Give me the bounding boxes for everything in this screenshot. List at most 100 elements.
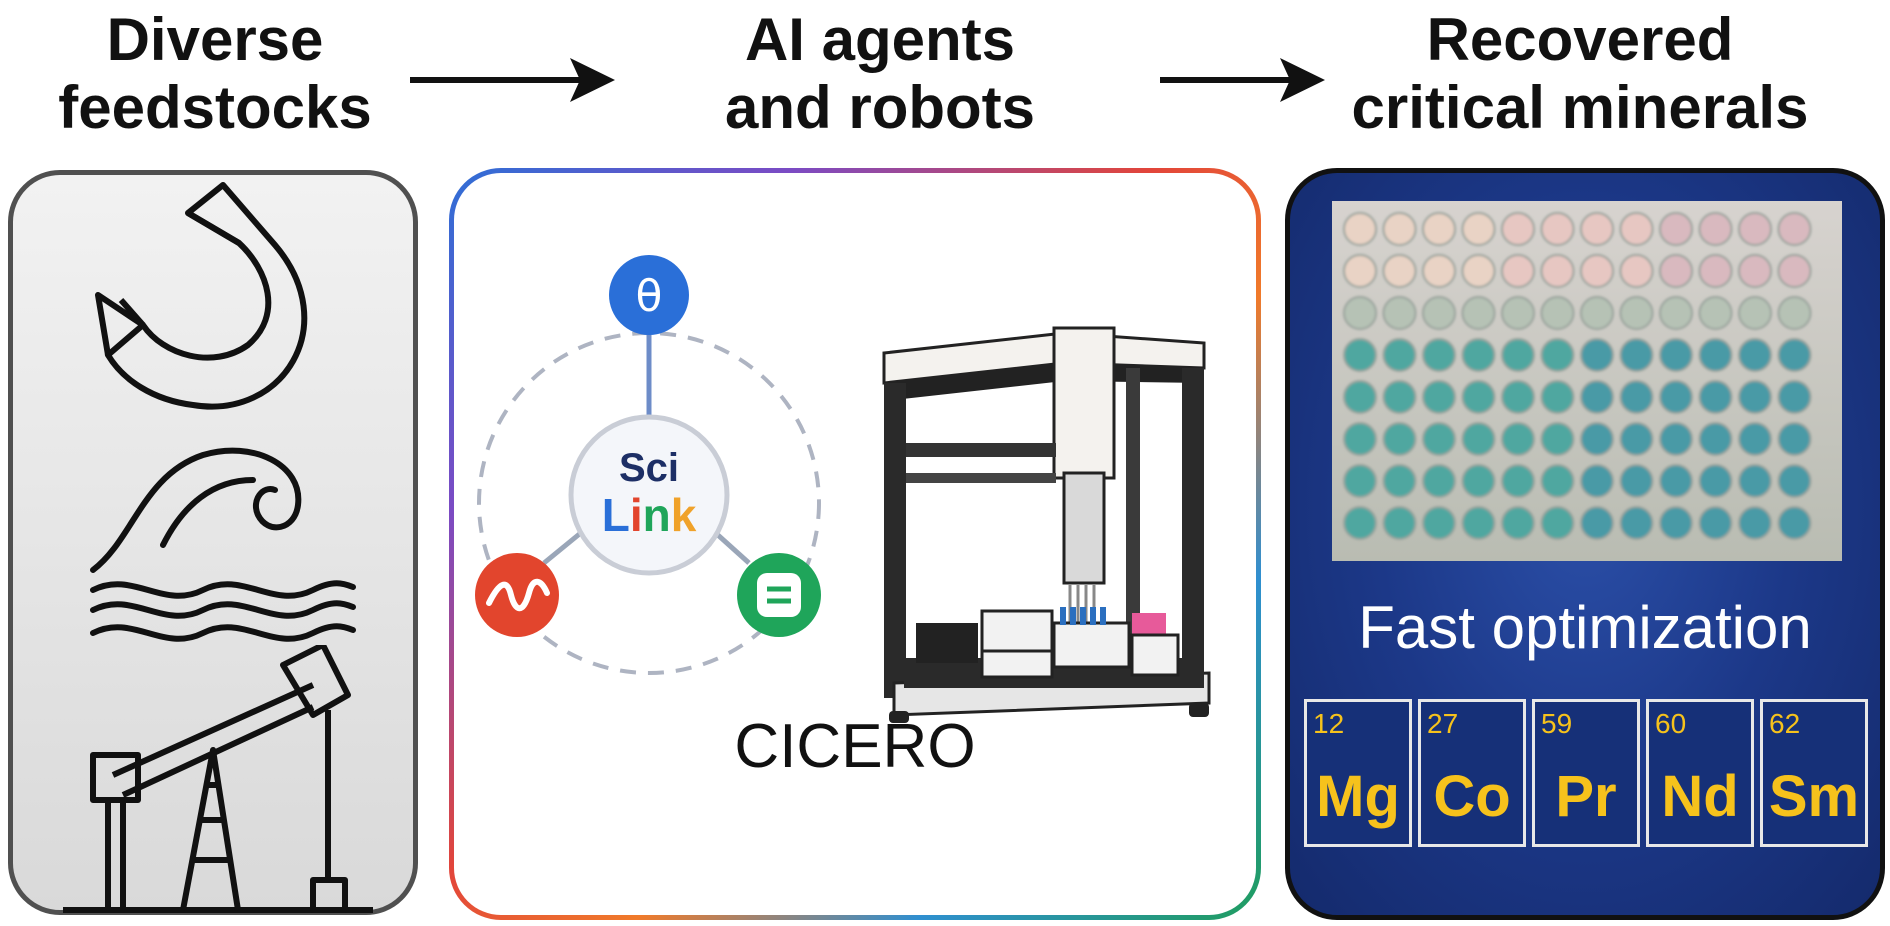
well: [1501, 254, 1535, 288]
liquid-handling-robot-icon: [882, 326, 1211, 723]
well: [1343, 254, 1377, 288]
well: [1343, 464, 1377, 498]
well: [1580, 296, 1614, 330]
well: [1343, 212, 1377, 246]
document-agent-icon: [737, 553, 821, 637]
element-tile-nd: 60 Nd: [1646, 699, 1754, 847]
element-tile-mg: 12 Mg: [1304, 699, 1412, 847]
theta-agent-icon: θ: [609, 255, 689, 335]
svg-text:θ: θ: [636, 271, 663, 322]
scilink-agent-diagram: Sci Link θ: [475, 255, 821, 675]
well: [1382, 296, 1417, 330]
well: [1382, 506, 1417, 540]
well: [1619, 212, 1654, 246]
well: [1461, 212, 1496, 246]
well: [1343, 506, 1377, 540]
well: [1659, 422, 1693, 456]
well: [1738, 254, 1772, 288]
well: [1540, 380, 1575, 414]
well: [1422, 338, 1456, 372]
element-tiles: 12 Mg 27 Co 59 Pr 60 Nd 62 Sm: [1304, 699, 1868, 847]
well: [1461, 380, 1496, 414]
well: [1619, 422, 1654, 456]
platform-label: CICERO: [734, 712, 976, 781]
well: [1422, 254, 1456, 288]
well: [1343, 338, 1377, 372]
well: [1540, 506, 1575, 540]
heading-recovered-minerals: Recovered critical minerals: [1351, 6, 1809, 141]
well: [1422, 464, 1456, 498]
well: [1698, 506, 1733, 540]
well: [1382, 254, 1417, 288]
element-tile-co: 27 Co: [1418, 699, 1526, 847]
well: [1619, 254, 1654, 288]
feedstocks-panel: [8, 170, 418, 915]
well: [1777, 380, 1812, 414]
well: [1501, 380, 1535, 414]
well: [1659, 380, 1693, 414]
well: [1777, 212, 1812, 246]
well: [1461, 254, 1496, 288]
well: [1461, 422, 1496, 456]
well: [1777, 464, 1812, 498]
well: [1422, 296, 1456, 330]
well: [1422, 506, 1456, 540]
well: [1382, 464, 1417, 498]
well: [1540, 212, 1575, 246]
well: [1698, 464, 1733, 498]
well: [1580, 254, 1614, 288]
well: [1659, 296, 1693, 330]
well: [1382, 380, 1417, 414]
well: [1501, 338, 1535, 372]
wave-icon: [90, 447, 356, 642]
well: [1738, 464, 1772, 498]
well: [1659, 254, 1693, 288]
well: [1698, 212, 1733, 246]
well: [1659, 338, 1693, 372]
well: [1738, 422, 1772, 456]
well: [1540, 338, 1575, 372]
well: [1501, 296, 1535, 330]
well: [1580, 506, 1614, 540]
well: [1501, 506, 1535, 540]
scilink-label-sci: Sci: [619, 446, 679, 490]
arrow-right-icon: [410, 58, 615, 102]
well: [1540, 464, 1575, 498]
well: [1461, 338, 1496, 372]
element-tile-pr: 59 Pr: [1532, 699, 1640, 847]
well: [1501, 212, 1535, 246]
well: [1619, 506, 1654, 540]
well: [1382, 212, 1417, 246]
well: [1777, 338, 1812, 372]
well-plate-image: [1332, 201, 1842, 561]
arrow-right-icon: [1160, 58, 1325, 102]
well: [1422, 380, 1456, 414]
fast-optimization-caption: Fast optimization: [1358, 594, 1812, 661]
well: [1382, 422, 1417, 456]
well: [1738, 338, 1772, 372]
well: [1777, 254, 1812, 288]
well: [1659, 464, 1693, 498]
well: [1738, 380, 1772, 414]
well: [1540, 422, 1575, 456]
well: [1580, 380, 1614, 414]
well: [1698, 296, 1733, 330]
well: [1659, 506, 1693, 540]
minerals-panel: Fast optimization 12 Mg 27 Co 59 Pr 60 N…: [1285, 168, 1885, 920]
well: [1501, 464, 1535, 498]
well: [1738, 296, 1772, 330]
well: [1698, 338, 1733, 372]
well: [1501, 422, 1535, 456]
magnet-icon: [95, 182, 308, 410]
well: [1659, 212, 1693, 246]
well: [1738, 212, 1772, 246]
well: [1619, 380, 1654, 414]
well: [1343, 380, 1377, 414]
well: [1777, 422, 1812, 456]
well: [1540, 254, 1575, 288]
well: [1777, 506, 1812, 540]
well: [1422, 422, 1456, 456]
oil-pump-icon: [63, 645, 373, 913]
ai-agents-panel: Sci Link θ: [449, 168, 1261, 920]
element-tile-sm: 62 Sm: [1760, 699, 1868, 847]
